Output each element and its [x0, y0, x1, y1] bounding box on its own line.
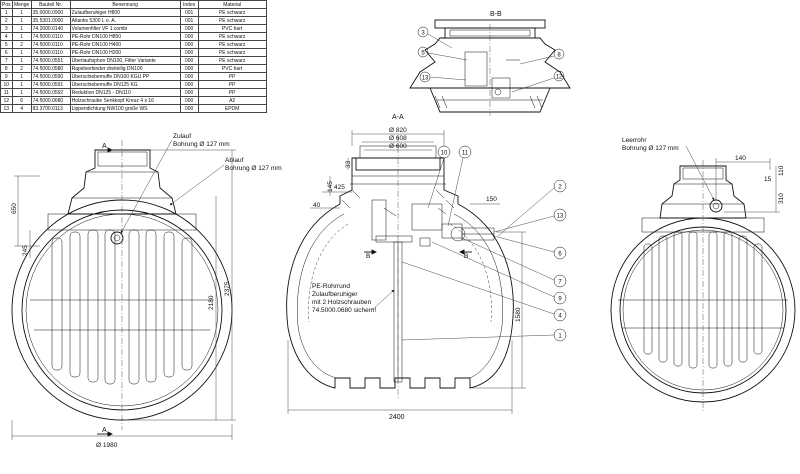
- dim-425: 425: [334, 184, 345, 191]
- dim-110: 110: [778, 165, 785, 176]
- dim-1980: Ø 1980: [96, 442, 118, 449]
- callout-holzschrauben: mit 2 Holzschrauben: [312, 299, 372, 306]
- balloon-aa-9: 9: [558, 297, 562, 303]
- balloon-aa-6: 6: [558, 252, 562, 258]
- balloon-bb-13: 13: [422, 76, 429, 82]
- dim-820: Ø 820: [389, 127, 407, 134]
- callout-zulauf-1: Zulauf: [173, 133, 191, 140]
- section-aa-label: A-A: [392, 114, 404, 121]
- callout-ablauf-2: Bohrung Ø 127 mm: [225, 165, 282, 172]
- balloon-aa-4: 4: [558, 314, 562, 320]
- dim-1580: 1580: [515, 307, 522, 322]
- balloon-aa-11: 11: [462, 151, 469, 157]
- dim-33: 33: [345, 160, 352, 168]
- bom-cell-material: EPDM: [197, 104, 267, 113]
- section-aa-view: A-A B B PE-Rohrrun: [286, 114, 567, 421]
- balloon-bb-3: 3: [421, 31, 425, 37]
- section-a-marker-bottom: A: [102, 427, 107, 434]
- callout-leerrohr-2: Bohrung Ø 127 mm: [622, 145, 679, 152]
- balloon-bb-12: 12: [556, 75, 563, 81]
- dim-608: Ø 608: [389, 135, 407, 142]
- dim-40: 40: [313, 202, 321, 209]
- callout-pe-rohrrund: PE-Rohrrund: [312, 283, 350, 290]
- dim-600: Ø 600: [389, 143, 407, 150]
- left-side-view: Zulauf Bohrung Ø 127 mm Ablauf Bohrung Ø…: [11, 133, 282, 449]
- callout-leerrohr-1: Leerrohr: [622, 137, 647, 144]
- balloon-aa-7: 7: [558, 280, 562, 286]
- dim-150: 150: [486, 196, 497, 203]
- dim-2375: 2375: [224, 281, 231, 296]
- balloon-aa-10: 10: [441, 151, 448, 157]
- dim-2400: 2400: [389, 414, 405, 421]
- callout-zulauf-2: Bohrung Ø 127 mm: [173, 141, 230, 148]
- section-a-marker-top: A: [102, 143, 107, 150]
- right-side-view: Leerrohr Bohrung Ø 127 mm 140 110 310 15: [610, 137, 796, 412]
- dim-310: 310: [778, 193, 785, 204]
- dim-140: 140: [735, 155, 746, 162]
- balloon-bb-8: 8: [557, 53, 561, 59]
- dim-245: 245: [22, 245, 29, 256]
- balloon-aa-2: 2: [558, 185, 562, 191]
- section-b-marker-right: B: [464, 253, 468, 260]
- section-bb-view: B-B 3 5 13 8 12: [409, 11, 571, 116]
- balloon-aa-1: 1: [558, 334, 562, 340]
- bom-header-row: Pos Menge Bauteil Nr. Benennung Index Ma…: [0, 0, 267, 9]
- dim-2180: 2180: [208, 295, 215, 310]
- section-bb-label: B-B: [490, 11, 502, 18]
- balloon-aa-13: 13: [557, 214, 564, 220]
- dim-145: 145: [327, 181, 334, 192]
- callout-ablauf-1: Ablauf: [225, 157, 244, 164]
- section-b-marker-left: B: [366, 253, 370, 260]
- callout-sichern: 74.5000.0680 sichern!: [312, 307, 377, 314]
- dim-15: 15: [764, 176, 772, 183]
- bill-of-materials-table: Pos Menge Bauteil Nr. Benennung Index Ma…: [0, 0, 267, 113]
- balloon-bb-5: 5: [421, 51, 425, 57]
- dim-650: 650: [11, 203, 18, 214]
- callout-zulaufberuhiger: Zulaufberuhiger: [312, 291, 358, 298]
